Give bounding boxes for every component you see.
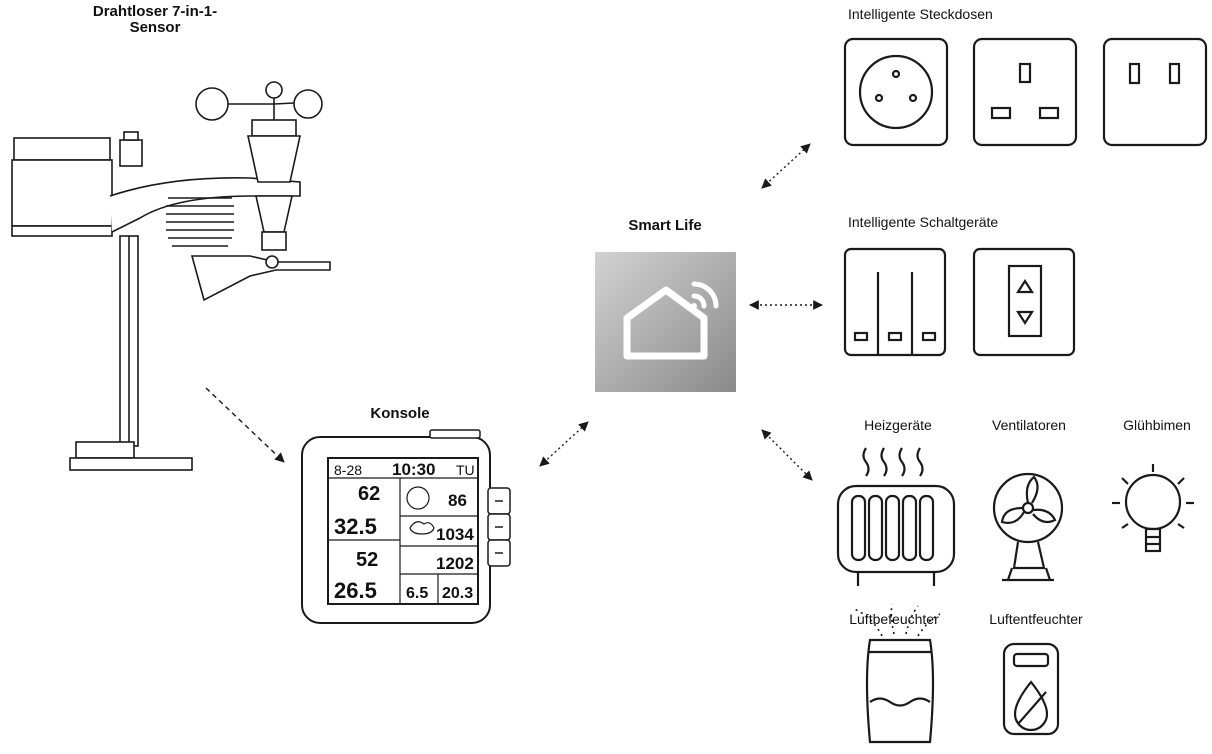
- triple-switch-icon: [843, 247, 947, 357]
- sockets-group-title: Intelligente Steckdosen: [848, 6, 993, 22]
- lcd-date: 8-28: [334, 462, 362, 478]
- humidifier-icon: [851, 603, 941, 744]
- arrow-hub-sockets: [761, 143, 811, 189]
- heater-icon: [836, 447, 956, 586]
- humidifier-label: Luftbefeuchter: [849, 611, 939, 627]
- lcd-value-a: 86: [448, 491, 467, 510]
- appliances: [836, 447, 1194, 744]
- smart-sockets: [843, 37, 1208, 147]
- lcd-time: 10:30: [392, 460, 435, 479]
- lcd-value-b: 1202: [436, 554, 474, 573]
- lcd-humidity-out: 62: [358, 483, 380, 505]
- arrow-console-hub: [539, 421, 589, 467]
- wifi-signal-icon: [691, 281, 719, 309]
- socket-type-g-icon: [972, 37, 1078, 147]
- sensor-title-line2: Sensor: [129, 19, 181, 36]
- fan-label: Ventilatoren: [992, 417, 1066, 433]
- connection-arrows: [205, 143, 823, 481]
- lcd-value-c: 6.5: [406, 585, 428, 602]
- bulb-label: Glühbimen: [1123, 417, 1191, 433]
- fan-icon: [992, 472, 1064, 582]
- dehumidifier-label: Luftentfeuchter: [989, 611, 1083, 627]
- arrow-sensor-to-console: [205, 387, 285, 463]
- dehumidifier-icon: [1002, 642, 1060, 736]
- radiation-shield: [166, 197, 234, 247]
- console-title: Konsole: [370, 405, 430, 422]
- sensor-title-line1: Drahtloser 7-in-1-: [92, 3, 218, 20]
- updown-switch-icon: [972, 247, 1076, 357]
- socket-type-a-icon: [1102, 37, 1208, 147]
- socket-type-e-icon: [843, 37, 949, 147]
- smart-home-icon: [623, 286, 708, 360]
- lcd-day: TU: [456, 462, 475, 478]
- hub-title: Smart Life: [628, 217, 702, 234]
- sensor-title: Drahtloser 7-in-1- Sensor: [70, 4, 240, 36]
- lcd-temp-out: 32.5: [334, 514, 377, 539]
- weather-sensor-illustration: [11, 81, 331, 471]
- arrow-hub-appliances: [761, 429, 813, 481]
- lcd-value-d: 20.3: [442, 585, 473, 602]
- heater-label: Heizgeräte: [864, 417, 932, 433]
- smart-life-hub: [595, 252, 736, 392]
- switches-group-title: Intelligente Schaltgeräte: [848, 214, 999, 230]
- console-device: 8-28 10:30 TU 62 32.5 52 26.5 86 1034 12…: [301, 429, 511, 624]
- light-bulb-icon: [1112, 464, 1194, 553]
- smart-switches: [843, 247, 1076, 357]
- lcd-humidity-in: 52: [356, 549, 378, 571]
- lcd-temp-in: 26.5: [334, 578, 377, 603]
- lcd-pressure: 1034: [436, 525, 474, 544]
